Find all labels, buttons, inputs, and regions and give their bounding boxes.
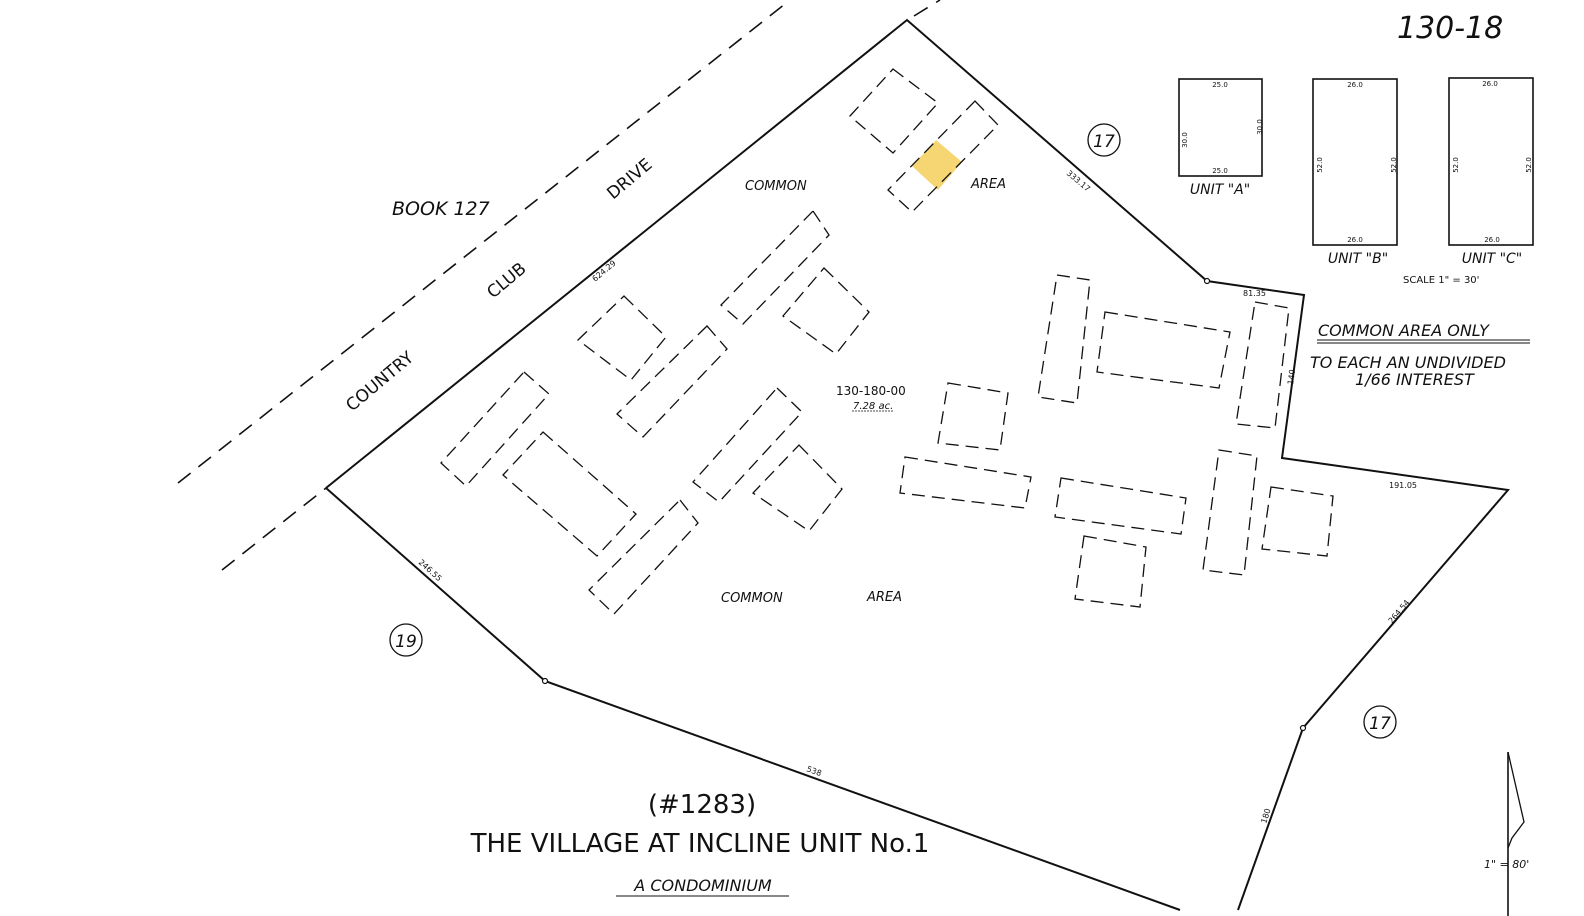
- building: [1037, 274, 1091, 404]
- unit-detail-c: 26.0 26.0 52.0 52.0 UNIT "C": [1448, 77, 1534, 267]
- svg-text:26.0: 26.0: [1482, 80, 1498, 88]
- svg-text:25.0: 25.0: [1212, 81, 1228, 89]
- svg-text:26.0: 26.0: [1347, 81, 1363, 89]
- building: [1202, 449, 1258, 576]
- dimension-label: 81.35: [1243, 289, 1266, 298]
- building: [849, 68, 939, 154]
- adjacent-parcel-17-lower[interactable]: 17: [1363, 705, 1397, 739]
- note-title: COMMON AREA ONLY: [1318, 321, 1490, 340]
- parcel-circle-icon: [389, 623, 423, 657]
- parcel-circle-icon: [1087, 123, 1121, 157]
- building: [616, 325, 728, 438]
- building: [751, 444, 843, 532]
- building: [1261, 486, 1334, 557]
- svg-text:52.0: 52.0: [1452, 157, 1460, 173]
- building: [782, 267, 870, 355]
- unit-detail-b: 26.0 26.0 52.0 52.0 UNIT "B": [1312, 78, 1398, 267]
- svg-text:25.0: 25.0: [1212, 167, 1228, 175]
- svg-text:30.0: 30.0: [1256, 119, 1264, 135]
- building: [576, 295, 667, 381]
- unit-c-label: UNIT "C": [1462, 251, 1523, 267]
- dimension-label: 264.54: [1387, 598, 1412, 625]
- building: [899, 456, 1032, 509]
- subdivision-number: (#1283): [648, 790, 756, 820]
- svg-text:52.0: 52.0: [1390, 157, 1398, 173]
- title-block: (#1283) THE VILLAGE AT INCLINE UNIT No.1…: [470, 790, 930, 897]
- building: [588, 499, 699, 615]
- adjacent-parcel-17-upper[interactable]: 17: [1087, 123, 1121, 157]
- building: [1074, 535, 1147, 608]
- unit-c-outline: [1448, 77, 1534, 246]
- adjacent-parcel-19[interactable]: 19: [389, 623, 423, 657]
- parcel-boundary: [325, 18, 1510, 911]
- highlighted-unit[interactable]: [912, 140, 962, 190]
- dimension-label: 191.05: [1389, 481, 1417, 490]
- dimension-label: 333.17: [1065, 169, 1092, 194]
- building: [1096, 311, 1231, 389]
- north-arrow-scale: 1" = 80': [1484, 858, 1529, 871]
- country-club-drive-road: [177, 0, 941, 571]
- parcel-apn[interactable]: 130-180-00: [836, 384, 906, 398]
- building: [720, 209, 830, 325]
- common-area-label: COMMON: [745, 179, 807, 194]
- north-arrow-icon: 1" = 80': [1484, 751, 1529, 916]
- note-line-2: 1/66 INTEREST: [1355, 370, 1475, 389]
- building: [937, 382, 1009, 451]
- boundary-corner-marker: [541, 677, 549, 685]
- unit-b-label: UNIT "B": [1328, 251, 1388, 267]
- area-label: AREA: [970, 177, 1006, 192]
- building: [1235, 301, 1290, 429]
- svg-text:26.0: 26.0: [1484, 236, 1500, 244]
- boundary-corner-marker: [1203, 277, 1211, 285]
- building: [887, 100, 999, 213]
- svg-text:30.0: 30.0: [1181, 132, 1189, 148]
- road-label-country: COUNTRY: [342, 347, 418, 415]
- parcel-acreage: 7.28 ac.: [853, 401, 893, 412]
- adjacent-parcel-number: 19: [395, 632, 417, 652]
- svg-text:52.0: 52.0: [1316, 157, 1324, 173]
- boundary-corner-marker: [1299, 724, 1307, 732]
- book-reference: BOOK 127: [392, 198, 490, 220]
- road-label-drive: DRIVE: [603, 155, 656, 204]
- building: [692, 387, 803, 503]
- parcel-circle-icon: [1363, 705, 1397, 739]
- unit-detail-a: 25.0 25.0 30.0 30.0 UNIT "A": [1178, 78, 1264, 198]
- dimension-label: 180: [1259, 807, 1272, 824]
- adjacent-parcel-number: 17: [1093, 132, 1115, 152]
- adjacent-parcel-number: 17: [1369, 714, 1391, 734]
- page-number: 130-18: [1397, 11, 1503, 46]
- road-label-club: CLUB: [483, 259, 530, 303]
- svg-text:52.0: 52.0: [1525, 157, 1533, 173]
- unit-detail-scale: SCALE 1" = 30': [1403, 275, 1479, 286]
- building: [1054, 477, 1187, 535]
- building: [440, 371, 550, 487]
- subdivision-subtitle: A CONDOMINIUM: [633, 876, 772, 895]
- area-label: AREA: [866, 590, 902, 605]
- unit-b-outline: [1312, 78, 1398, 246]
- unit-a-label: UNIT "A": [1190, 182, 1250, 198]
- building-footprints: [440, 68, 1334, 615]
- common-area-note: COMMON AREA ONLY TO EACH AN UNDIVIDED 1/…: [1310, 321, 1530, 389]
- building: [502, 431, 637, 557]
- common-area-label: COMMON: [721, 591, 783, 606]
- unit-a-outline: [1178, 78, 1263, 177]
- dimension-label: 140: [1286, 369, 1297, 385]
- subdivision-title: THE VILLAGE AT INCLINE UNIT No.1: [470, 829, 930, 859]
- svg-text:26.0: 26.0: [1347, 236, 1363, 244]
- note-line-1: TO EACH AN UNDIVIDED: [1310, 353, 1506, 372]
